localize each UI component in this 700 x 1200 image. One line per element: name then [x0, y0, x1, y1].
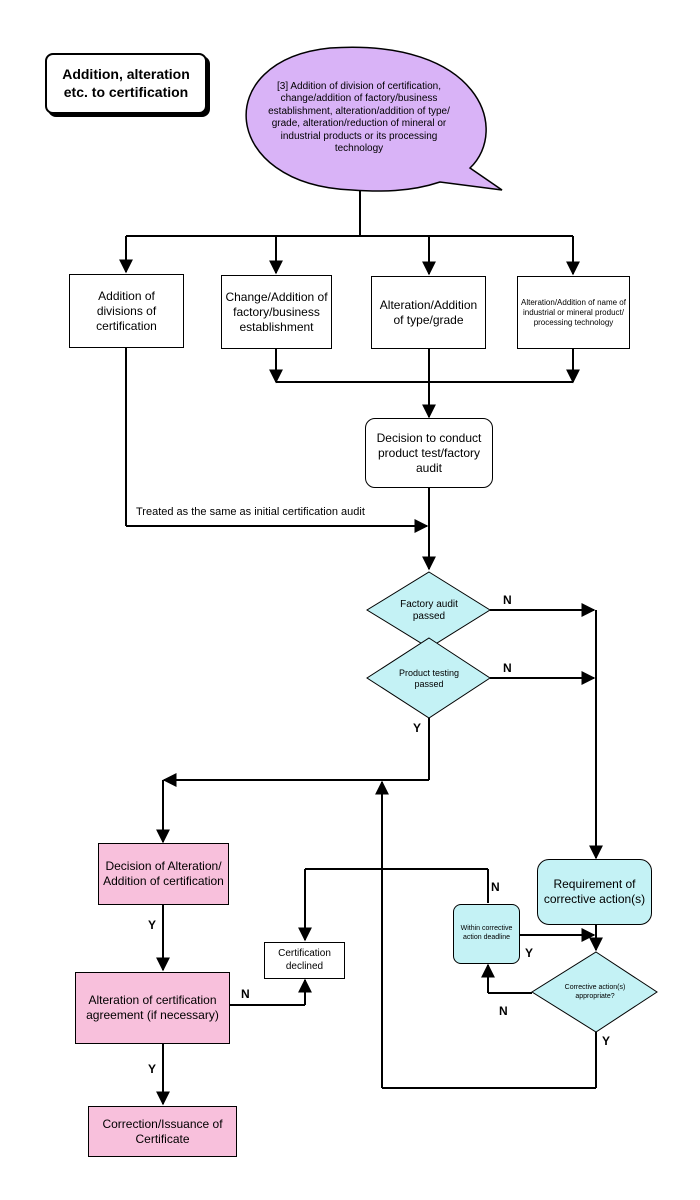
- alteration-agreement-box: Alteration of certification agreement (i…: [75, 972, 230, 1044]
- within-deadline-box: Within corrective action deadline: [453, 904, 520, 964]
- decision-test-box: Decision to conduct product test/factory…: [365, 418, 493, 488]
- branch-type: Alteration/Addition of type/grade: [371, 276, 486, 349]
- speech-bubble: [245, 46, 503, 192]
- product-testing-text: Product testing passed: [398, 667, 460, 689]
- label-y-agreement: Y: [148, 1062, 157, 1076]
- label-y-corrective-ok: Y: [602, 1034, 611, 1048]
- bubble-text: [3] Addition of division of certificatio…: [268, 80, 450, 155]
- issuance-box: Correction/Issuance of Certificate: [88, 1106, 237, 1157]
- title-box: Addition, alteration etc. to certificati…: [45, 53, 207, 114]
- label-y-within-deadline: Y: [525, 946, 534, 960]
- label-n-corrective-ok: N: [499, 1004, 508, 1018]
- label-n-agreement: N: [241, 987, 250, 1001]
- decision-alteration-box: Decision of Alteration/ Addition of cert…: [98, 843, 229, 905]
- label-n-product-testing: N: [503, 661, 512, 675]
- declined-box: Certification declined: [264, 942, 345, 979]
- title-text: Addition, alteration etc. to certificati…: [62, 66, 190, 100]
- branch-divisions: Addition of divisions of certification: [69, 274, 184, 348]
- label-n-factory-audit: N: [503, 593, 512, 607]
- branch-factory: Change/Addition of factory/business esta…: [221, 275, 332, 349]
- corrective-ok-text: Corrective action(s) appropriate?: [564, 984, 626, 1000]
- label-y-product-testing: Y: [413, 721, 422, 735]
- factory-audit-text: Factory audit passed: [400, 598, 458, 623]
- corrective-ok-diamond: [531, 951, 658, 1033]
- corrective-requirement-box: Requirement of corrective action(s): [537, 859, 652, 925]
- label-y-decision-alteration: Y: [148, 918, 157, 932]
- product-testing-diamond: [366, 637, 491, 719]
- same-as-initial-label: Treated as the same as initial certifica…: [136, 506, 365, 519]
- label-n-within-deadline: N: [491, 880, 500, 894]
- branch-name: Alteration/Addition of name of industria…: [517, 276, 630, 349]
